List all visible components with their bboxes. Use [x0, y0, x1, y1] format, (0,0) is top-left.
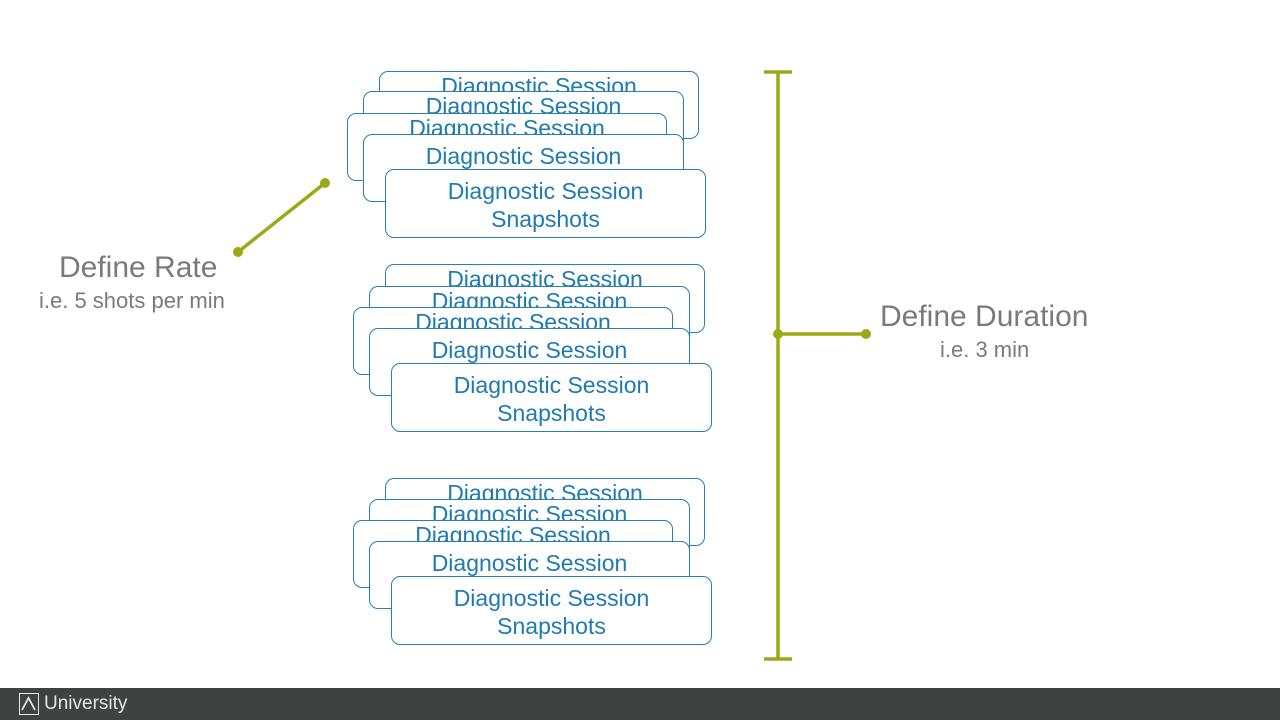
footer-bar: University [0, 688, 1280, 720]
snapshot-card-title: Diagnostic Session [453, 372, 650, 398]
duration-connector-end-dot [861, 329, 871, 339]
duration-connector-start-dot [773, 329, 783, 339]
rate-subtitle: i.e. 5 shots per min [39, 288, 225, 313]
snapshot-card-subtitle: Snapshots [497, 400, 606, 426]
duration-title: Define Duration [880, 300, 1089, 333]
footer-brand: University [44, 693, 128, 714]
rate-connector-line [236, 181, 327, 254]
rate-title: Define Rate [59, 251, 218, 284]
duration-subtitle: i.e. 3 min [940, 337, 1030, 362]
snapshot-card-subtitle: Snapshots [497, 613, 606, 639]
snapshot-card-label: Diagnostic Session [431, 337, 628, 363]
snapshot-card-title: Diagnostic Session [447, 178, 644, 204]
snapshot-card-front: Diagnostic Session Snapshots [391, 576, 712, 645]
snapshot-card-subtitle: Snapshots [491, 206, 600, 232]
rate-connector-start-dot [233, 247, 243, 257]
snapshot-card-label: Diagnostic Session [425, 143, 622, 169]
mountain-a-logo-icon [19, 693, 39, 715]
snapshot-card-label: Diagnostic Session [431, 550, 628, 576]
snapshot-card-title: Diagnostic Session [453, 585, 650, 611]
snapshot-card-front: Diagnostic Session Snapshots [385, 169, 706, 238]
rate-connector-end-dot [320, 178, 330, 188]
snapshot-card-front: Diagnostic Session Snapshots [391, 363, 712, 432]
